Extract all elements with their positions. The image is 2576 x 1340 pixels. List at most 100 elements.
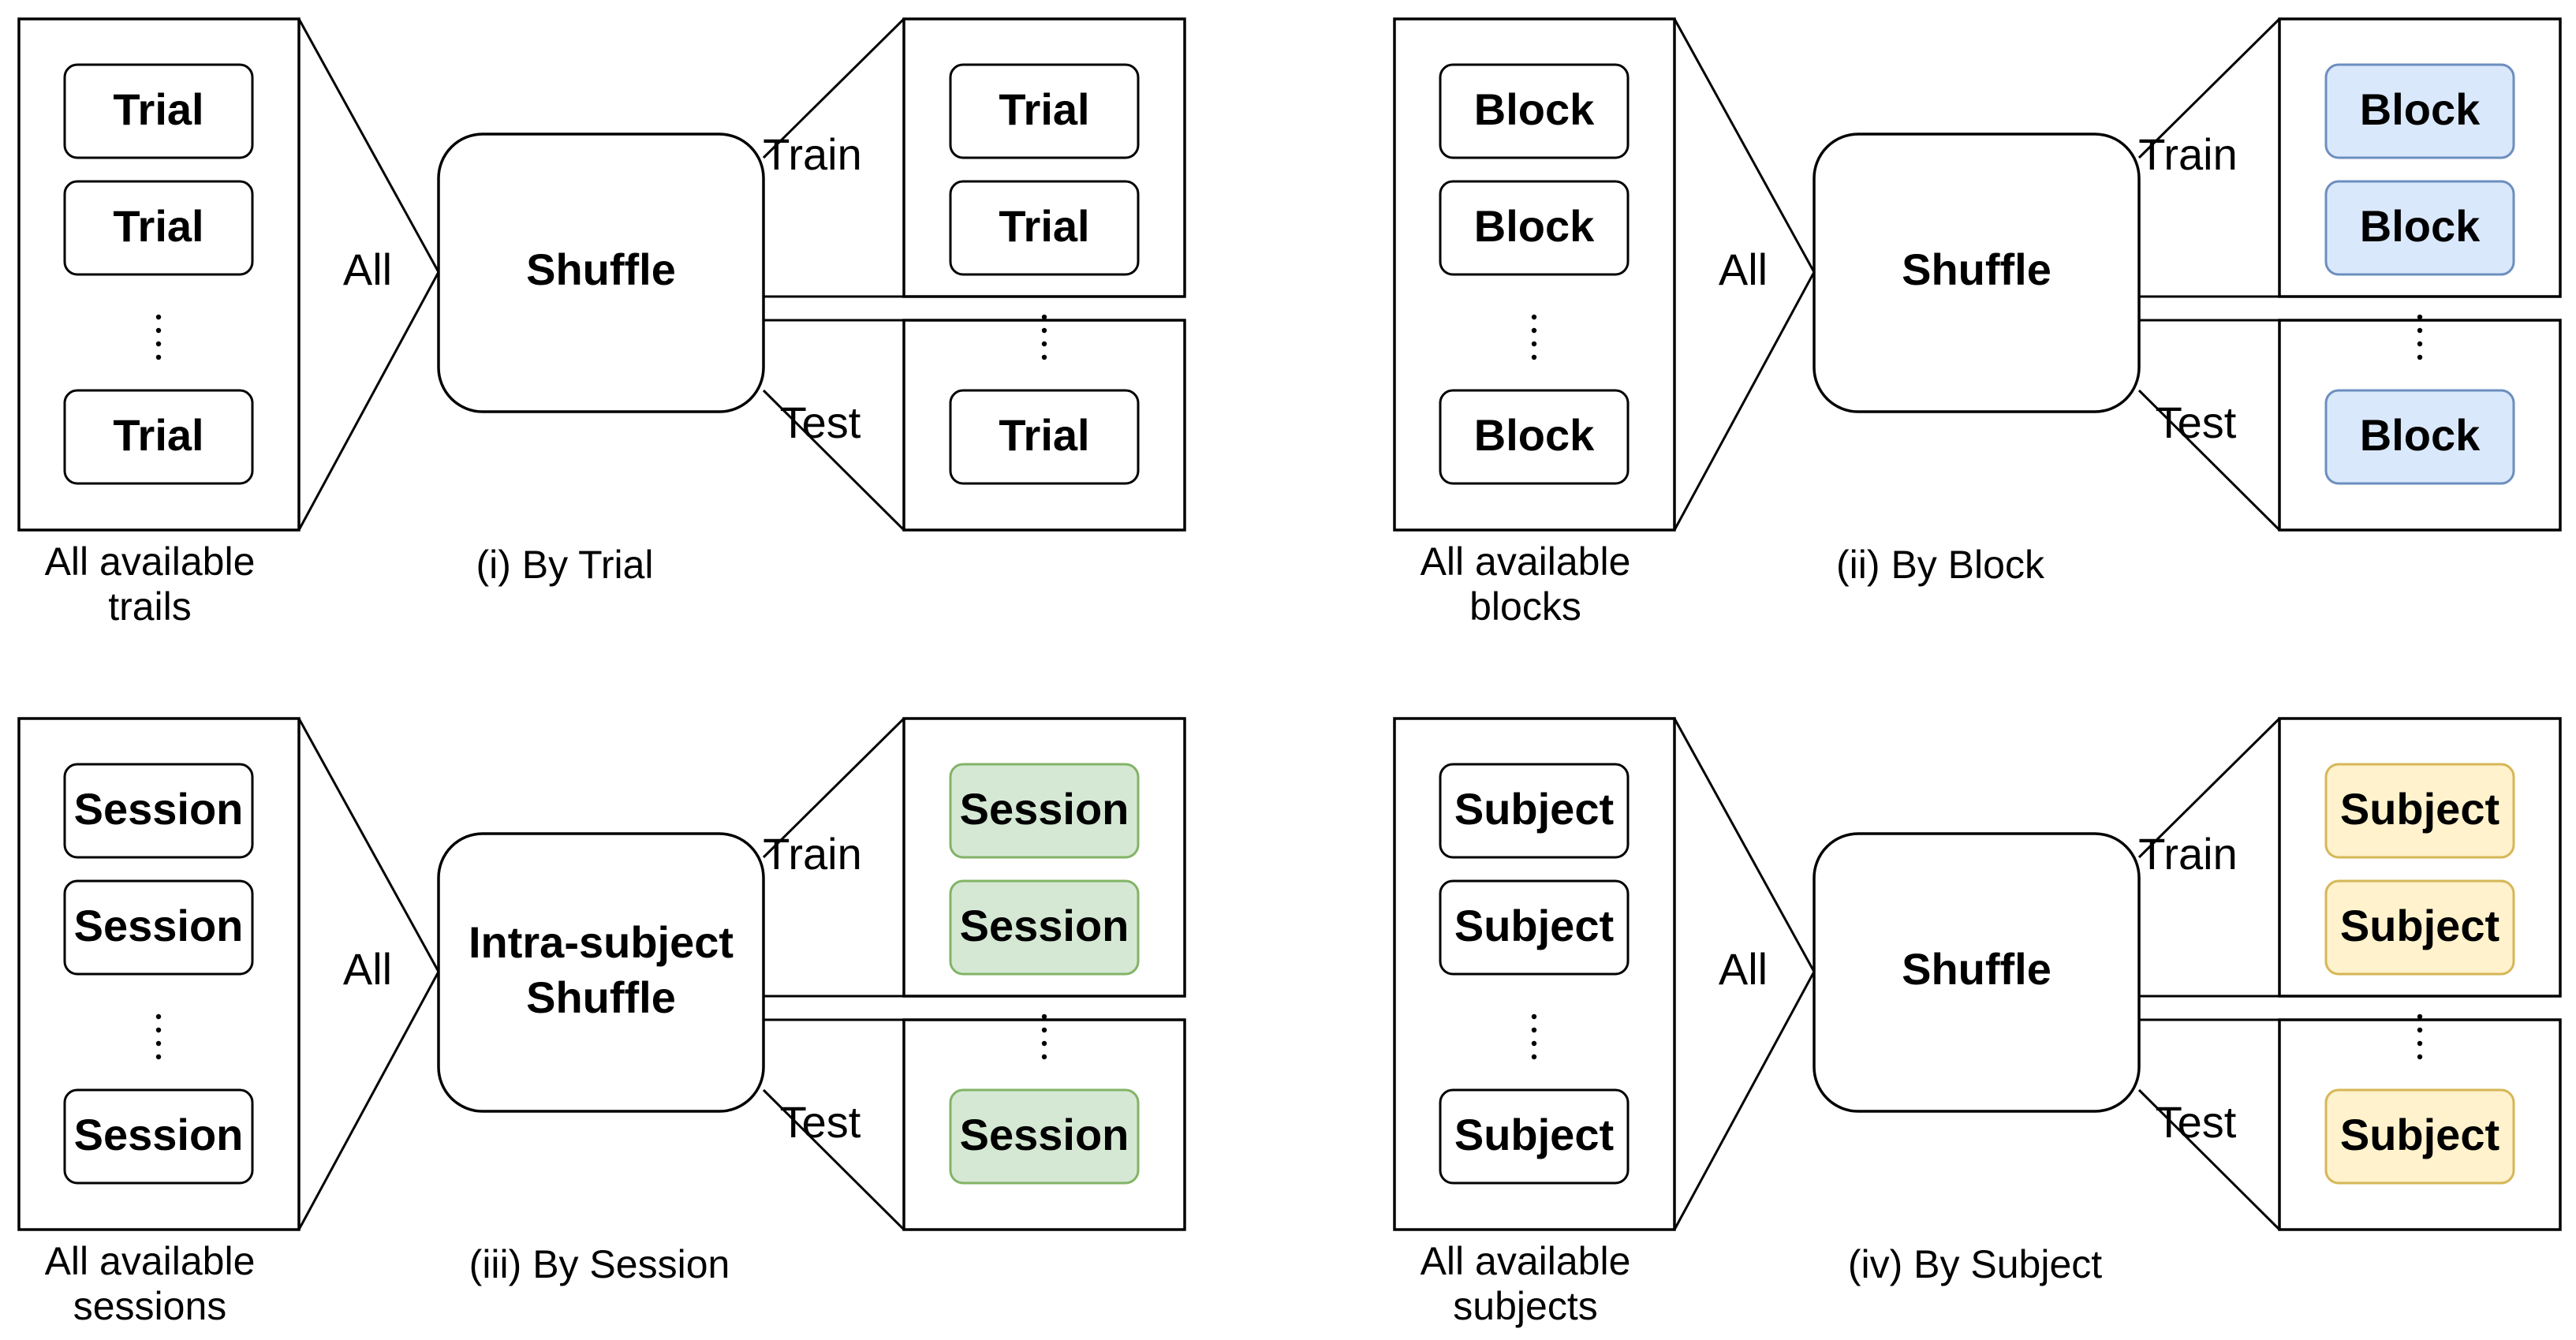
source-item-label: Session [74, 1110, 244, 1159]
funnel-line-top [297, 718, 440, 972]
shuffle-label: Shuffle [1902, 944, 2051, 994]
ellipsis-dot [1531, 1040, 1537, 1047]
test-item: Subject [2324, 1088, 2515, 1185]
funnel-line-bottom [297, 971, 440, 1230]
test-item-label: Session [960, 1110, 1129, 1159]
ellipsis-dot [2417, 1040, 2423, 1047]
test-item: Trial [949, 389, 1140, 485]
ellipsis-dot [2417, 314, 2423, 320]
source-ellipsis [1531, 314, 1537, 360]
source-ellipsis [155, 314, 162, 360]
ellipsis-dot [1531, 1054, 1537, 1060]
source-item-box [63, 1088, 254, 1185]
source-item: Trial [63, 180, 254, 276]
ellipsis-dot [1041, 314, 1047, 320]
test-item: Block [2324, 389, 2515, 485]
train-item-label: Subject [2340, 901, 2499, 950]
train-item-label: Session [960, 901, 1129, 950]
all-label: All [1719, 244, 1768, 294]
ellipsis-dot [1041, 354, 1047, 360]
source-item-label: Subject [1454, 901, 1614, 950]
funnel-line-top [1673, 18, 1816, 273]
train-item-label: Trial [999, 201, 1089, 251]
test-branch-line [2137, 389, 2281, 532]
source-item-label: Subject [1454, 1110, 1614, 1159]
test-item-label: Trial [999, 410, 1089, 460]
test-branch-line [762, 1088, 905, 1231]
source-caption-line2: sessions [73, 1284, 227, 1328]
train-item: Session [949, 763, 1140, 859]
source-ellipsis [1531, 1013, 1537, 1060]
test-item-box [949, 389, 1140, 485]
ellipsis-dot [2417, 1013, 2423, 1020]
ellipsis-dot [155, 314, 162, 320]
train-label: Train [763, 129, 862, 179]
panel-caption: (iv) By Subject [1848, 1242, 2102, 1286]
train-item: Trial [949, 63, 1140, 159]
train-item: Session [949, 879, 1140, 976]
ellipsis-dot [1531, 1027, 1537, 1033]
all-label: All [1719, 944, 1768, 994]
train-item: Block [2324, 180, 2515, 276]
test-branch-line [2137, 1088, 2281, 1231]
source-item: Session [63, 1088, 254, 1185]
test-label: Test [2156, 1097, 2237, 1147]
ellipsis-dot [155, 327, 162, 334]
test-label: Test [2156, 398, 2237, 447]
train-item-label: Session [960, 784, 1129, 834]
source-caption-line2: trails [108, 584, 192, 629]
funnel-line-top [1673, 718, 1816, 972]
funnel-line-bottom [1673, 271, 1816, 531]
source-caption-line1: All available [45, 539, 256, 584]
test-item-label: Subject [2340, 1110, 2499, 1159]
source-caption-line2: subjects [1453, 1284, 1597, 1328]
funnel-line-bottom [297, 271, 440, 531]
split-ellipsis [2417, 1013, 2423, 1060]
train-item: Subject [2324, 763, 2515, 859]
train-item-box [949, 63, 1140, 159]
ellipsis-dot [155, 354, 162, 360]
test-label: Test [780, 1097, 861, 1147]
funnel-line-top [297, 18, 440, 273]
test-item-box [2324, 389, 2515, 485]
train-label: Train [2138, 829, 2238, 879]
source-item: Trial [63, 63, 254, 159]
train-item-box [2324, 63, 2515, 159]
train-item: Trial [949, 180, 1140, 276]
all-label: All [343, 244, 392, 294]
panel-caption: (ii) By Block [1836, 543, 2045, 587]
train-item-box [2324, 879, 2515, 976]
source-item-box [63, 63, 254, 159]
ellipsis-dot [1531, 1013, 1537, 1020]
source-item-box [63, 180, 254, 276]
source-item-label: Block [1474, 84, 1595, 134]
source-item-box [63, 879, 254, 976]
shuffle-box [1813, 133, 2141, 413]
train-item-box [949, 763, 1140, 859]
source-item: Trial [63, 389, 254, 485]
source-caption-line1: All available [1421, 539, 1631, 584]
train-branch-line [762, 17, 905, 159]
source-caption-line1: All available [45, 1239, 256, 1283]
split-ellipsis [1041, 1013, 1047, 1060]
source-caption-line1: All available [1421, 1239, 1631, 1283]
panel-session: SessionSessionSessionAllIntra-subjectShu… [17, 717, 1186, 1328]
train-item-label: Block [2360, 201, 2481, 251]
ellipsis-dot [155, 1027, 162, 1033]
panel-caption: (i) By Trial [476, 543, 654, 587]
ellipsis-dot [1531, 327, 1537, 334]
shuffle-box [437, 832, 765, 1113]
shuffle-label: Shuffle [526, 244, 676, 294]
shuffle-box [1813, 832, 2141, 1113]
ellipsis-dot [1531, 354, 1537, 360]
ellipsis-dot [155, 341, 162, 347]
train-item-box [2324, 180, 2515, 276]
train-item-box [949, 180, 1140, 276]
source-ellipsis [155, 1013, 162, 1060]
train-item: Block [2324, 63, 2515, 159]
all-label: All [343, 944, 392, 994]
source-item-box [63, 763, 254, 859]
ellipsis-dot [2417, 354, 2423, 360]
train-item-box [949, 879, 1140, 976]
